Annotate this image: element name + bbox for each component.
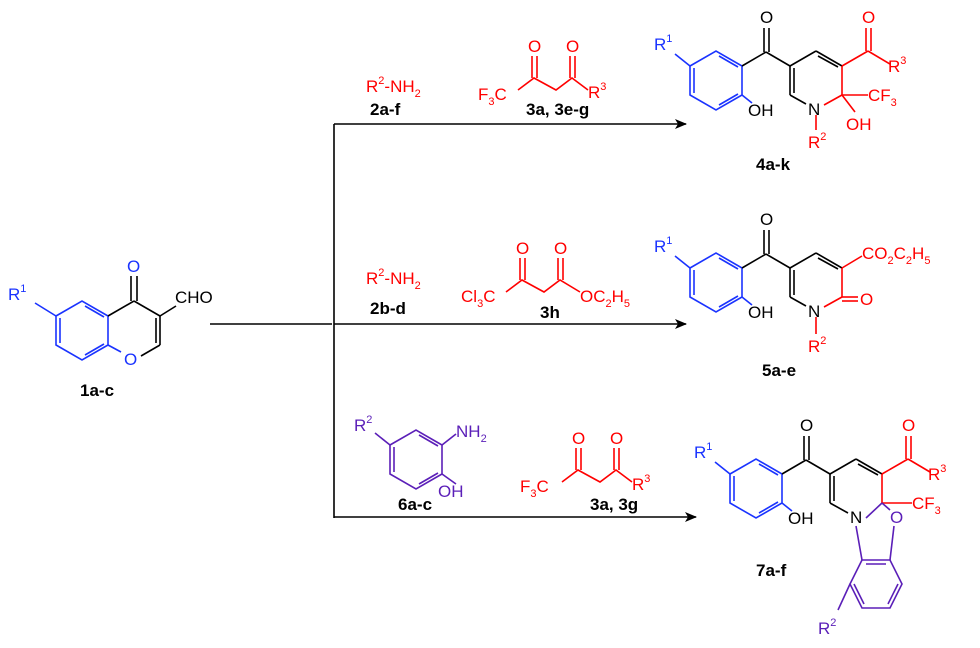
svg-text:R2: R2 [808,335,826,356]
svg-text:CF3: CF3 [868,86,897,109]
svg-text:NH2: NH2 [456,422,487,445]
arrow-system [210,119,697,522]
svg-text:OH: OH [846,115,872,134]
svg-text:3a, 3g: 3a, 3g [590,495,638,514]
svg-text:6a-c: 6a-c [398,495,432,514]
svg-text:CF3: CF3 [912,494,941,517]
svg-text:O: O [800,416,813,435]
svg-text:O: O [760,210,773,229]
row2-ketoester: O O Cl3C OC2H5 3h [461,239,630,322]
row3-aminophenol: R2 NH2 OH 6a-c [354,414,487,514]
svg-text:O: O [566,37,579,56]
svg-text:R2: R2 [808,131,826,152]
svg-text:O: O [902,416,915,435]
svg-text:OH: OH [748,303,774,322]
svg-text:3h: 3h [540,303,560,322]
svg-text:O: O [516,239,529,258]
svg-text:F3C: F3C [478,85,507,108]
svg-text:R3: R3 [888,55,906,76]
svg-text:3a, 3e-g: 3a, 3e-g [526,100,589,119]
svg-text:R2: R2 [818,617,836,638]
product-7a-f: R1 O OH N O CF3 O R3 R2 7a-f [694,416,946,638]
svg-text:OH: OH [748,101,774,120]
svg-text:N: N [850,508,862,527]
svg-text:R3: R3 [928,463,946,484]
row1-amine: R2-NH2 2a-f [366,75,421,119]
product-4a-k: R1 O OH N R2 OH CF3 O R3 4a-k [654,8,906,174]
svg-text:CO2C2H5: CO2C2H5 [862,244,930,267]
svg-text:N: N [808,100,820,119]
svg-text:O: O [890,508,903,527]
svg-text:R2: R2 [354,414,372,435]
svg-text:O: O [572,429,585,448]
svg-text:R1: R1 [694,441,712,462]
chromone-cho: CHO [175,288,213,307]
row3-diketone: O O F3C R3 3a, 3g [520,429,650,514]
svg-text:4a-k: 4a-k [756,155,791,174]
svg-text:R1: R1 [654,33,672,54]
svg-text:N: N [808,302,820,321]
svg-text:F3C: F3C [520,477,549,500]
svg-text:2b-d: 2b-d [370,299,406,318]
chromone-ring-o: O [124,350,137,369]
svg-text:5a-e: 5a-e [762,361,796,380]
row2-amine: R2-NH2 2b-d [366,267,421,318]
product-5a-e: R1 O OH N R2 O CO2C2H5 5a-e [654,210,930,380]
svg-text:OH: OH [788,509,814,528]
svg-text:R2-NH2: R2-NH2 [366,75,421,100]
svg-text:Cl3C: Cl3C [461,287,495,310]
svg-text:O: O [760,8,773,27]
svg-text:OC2H5: OC2H5 [580,287,630,310]
svg-text:O: O [860,290,873,309]
chromone-structure: R1 O O CHO 1a-c [8,257,213,400]
svg-text:O: O [554,239,567,258]
svg-text:R3: R3 [588,81,606,102]
label-1a-c: 1a-c [80,381,114,400]
svg-text:R1: R1 [8,283,26,304]
svg-text:R3: R3 [632,473,650,494]
chromone-oxo: O [127,257,140,276]
svg-text:OH: OH [438,482,464,501]
svg-text:O: O [862,8,875,27]
svg-text:7a-f: 7a-f [756,561,787,580]
svg-text:O: O [528,37,541,56]
svg-text:R2-NH2: R2-NH2 [366,267,421,292]
svg-text:O: O [610,429,623,448]
svg-text:2a-f: 2a-f [370,100,401,119]
svg-text:R1: R1 [654,235,672,256]
row1-diketone: O O F3C R3 3a, 3e-g [478,37,606,119]
